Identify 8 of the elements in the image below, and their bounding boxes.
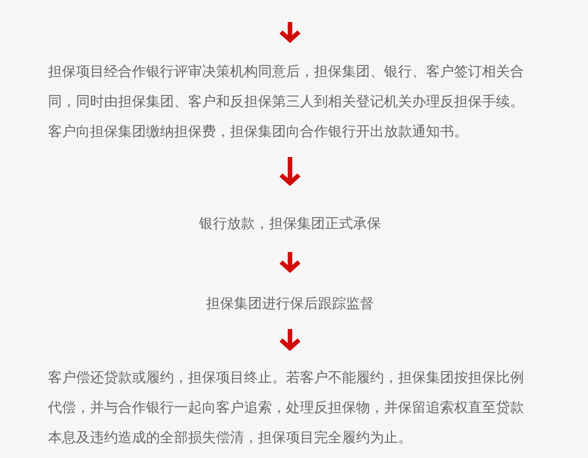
arrow — [278, 22, 302, 42]
arrow — [278, 329, 302, 350]
arrow — [278, 252, 302, 272]
arrow — [278, 157, 302, 186]
step-text: 担保集团进行保后跟踪监督 — [205, 294, 375, 313]
paragraph: 客户偿还贷款或履约，担保项目终止。若客户不能履约，担保集团按担保比例代偿，并与合作银行一起向客户追索，处理反担保物，并保留追索权直至贷款本息及违约造成的全部损失偿清，担保项目完全履约为止。 — [48, 368, 525, 447]
paragraph: 担保项目经合作银行评审决策机构同意后，担保集团、银行、客户签订相关合同，同时由担保集团、客户和反担保第三人到相关登记机关办理反担保手续。客户向担保集团缴纳担保费，担保集团向合作银行开出放款通知书。 — [48, 62, 525, 141]
step-text: 银行放款，担保集团正式承保 — [198, 214, 382, 233]
